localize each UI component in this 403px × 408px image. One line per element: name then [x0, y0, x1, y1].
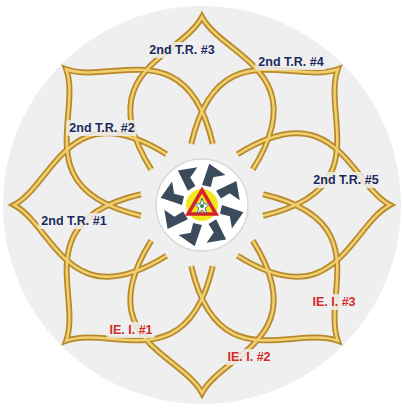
swirl-blade [178, 167, 197, 191]
swirl-blade [179, 223, 202, 246]
petal-label: 2nd T.R. #1 [38, 213, 109, 229]
yellow-core [185, 188, 219, 222]
petal-label: 2nd T.R. #4 [255, 54, 326, 70]
petal-highlight [14, 133, 166, 277]
petal-label: 2nd T.R. #2 [66, 120, 137, 136]
background-disc [3, 6, 401, 404]
petal-label: 2nd T.R. #5 [310, 172, 381, 188]
gold-petals [14, 17, 390, 393]
red-triangle [188, 190, 216, 214]
petal-label: IE. I. #2 [224, 349, 273, 365]
petal-label: IE. I. #1 [106, 322, 155, 338]
center-disc [156, 159, 248, 251]
swirl-symbol [161, 164, 244, 247]
swirl-blade [207, 219, 226, 243]
star-symbol [194, 198, 210, 214]
petal-label: 2nd T.R. #3 [146, 42, 217, 58]
petal-label: IE. I. #3 [309, 294, 358, 310]
swirl-blade [161, 182, 184, 205]
swirl-blade [216, 181, 240, 200]
swirl-blade [220, 205, 243, 228]
swirl-blade [164, 210, 188, 229]
swirl-blade [202, 164, 225, 187]
core-dot [200, 204, 204, 208]
